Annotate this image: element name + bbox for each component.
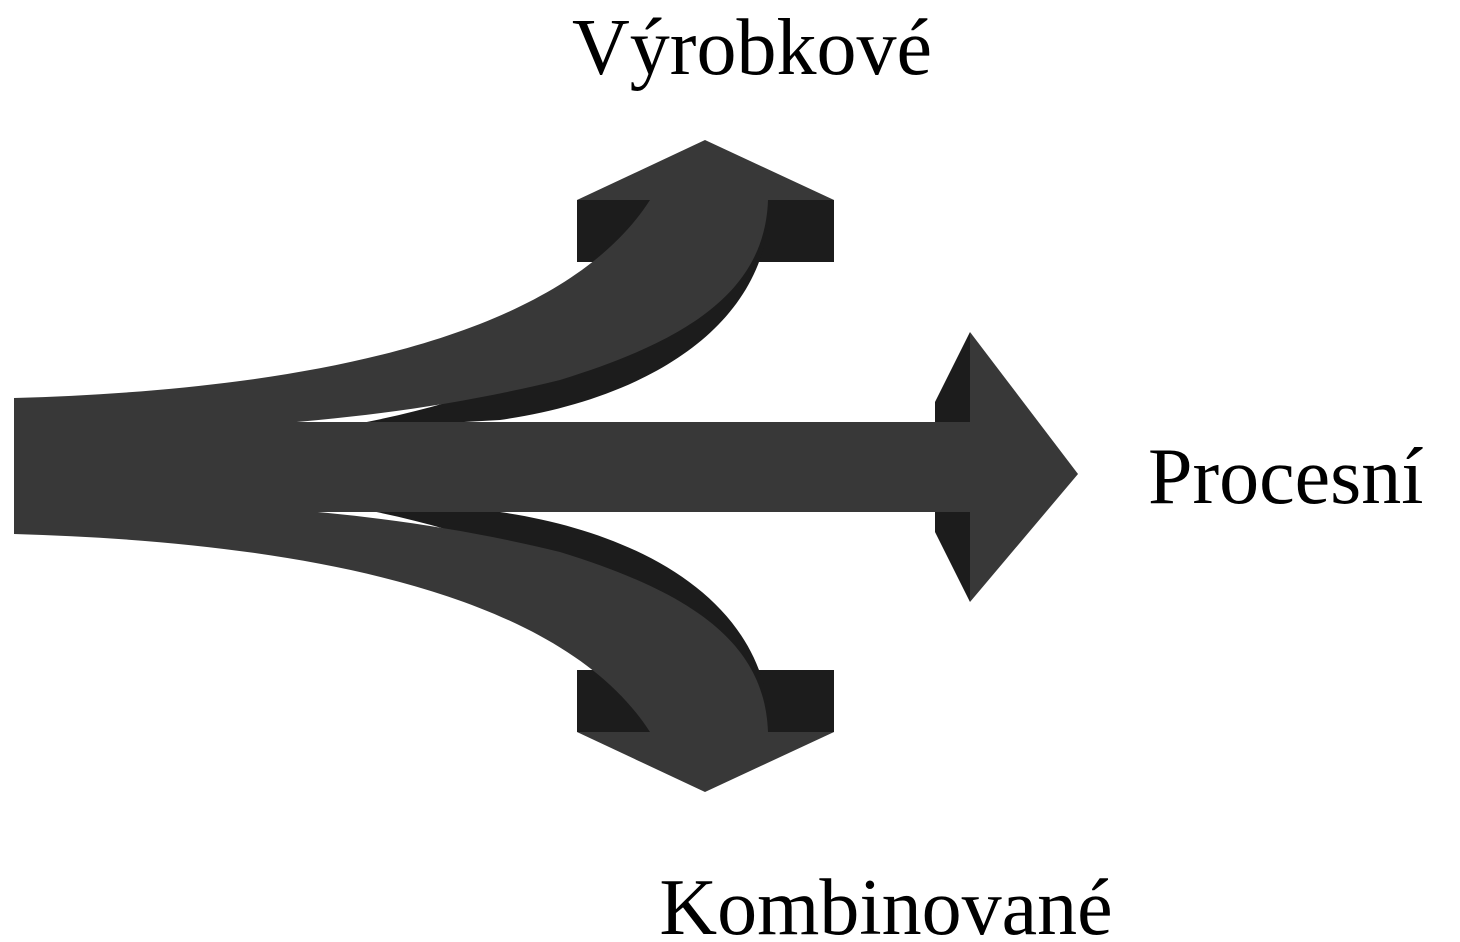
lower-branch-arrow	[14, 502, 834, 792]
upper-branch-arrow	[14, 140, 834, 430]
label-kombinovane: Kombinované	[659, 864, 1112, 942]
label-vyrobkove: Výrobkové	[572, 4, 932, 92]
lower-arrowhead-tip	[577, 732, 834, 792]
label-procesni: Procesní	[1148, 433, 1424, 521]
main-arrow-joint	[935, 422, 971, 512]
main-horizontal-arrow	[14, 332, 1078, 602]
upper-arrowhead-tip	[577, 140, 834, 200]
main-arrow-shaft	[14, 422, 974, 512]
main-arrowhead-tip	[970, 332, 1078, 602]
upper-branch-face	[14, 200, 768, 430]
lower-branch-face	[14, 502, 768, 732]
